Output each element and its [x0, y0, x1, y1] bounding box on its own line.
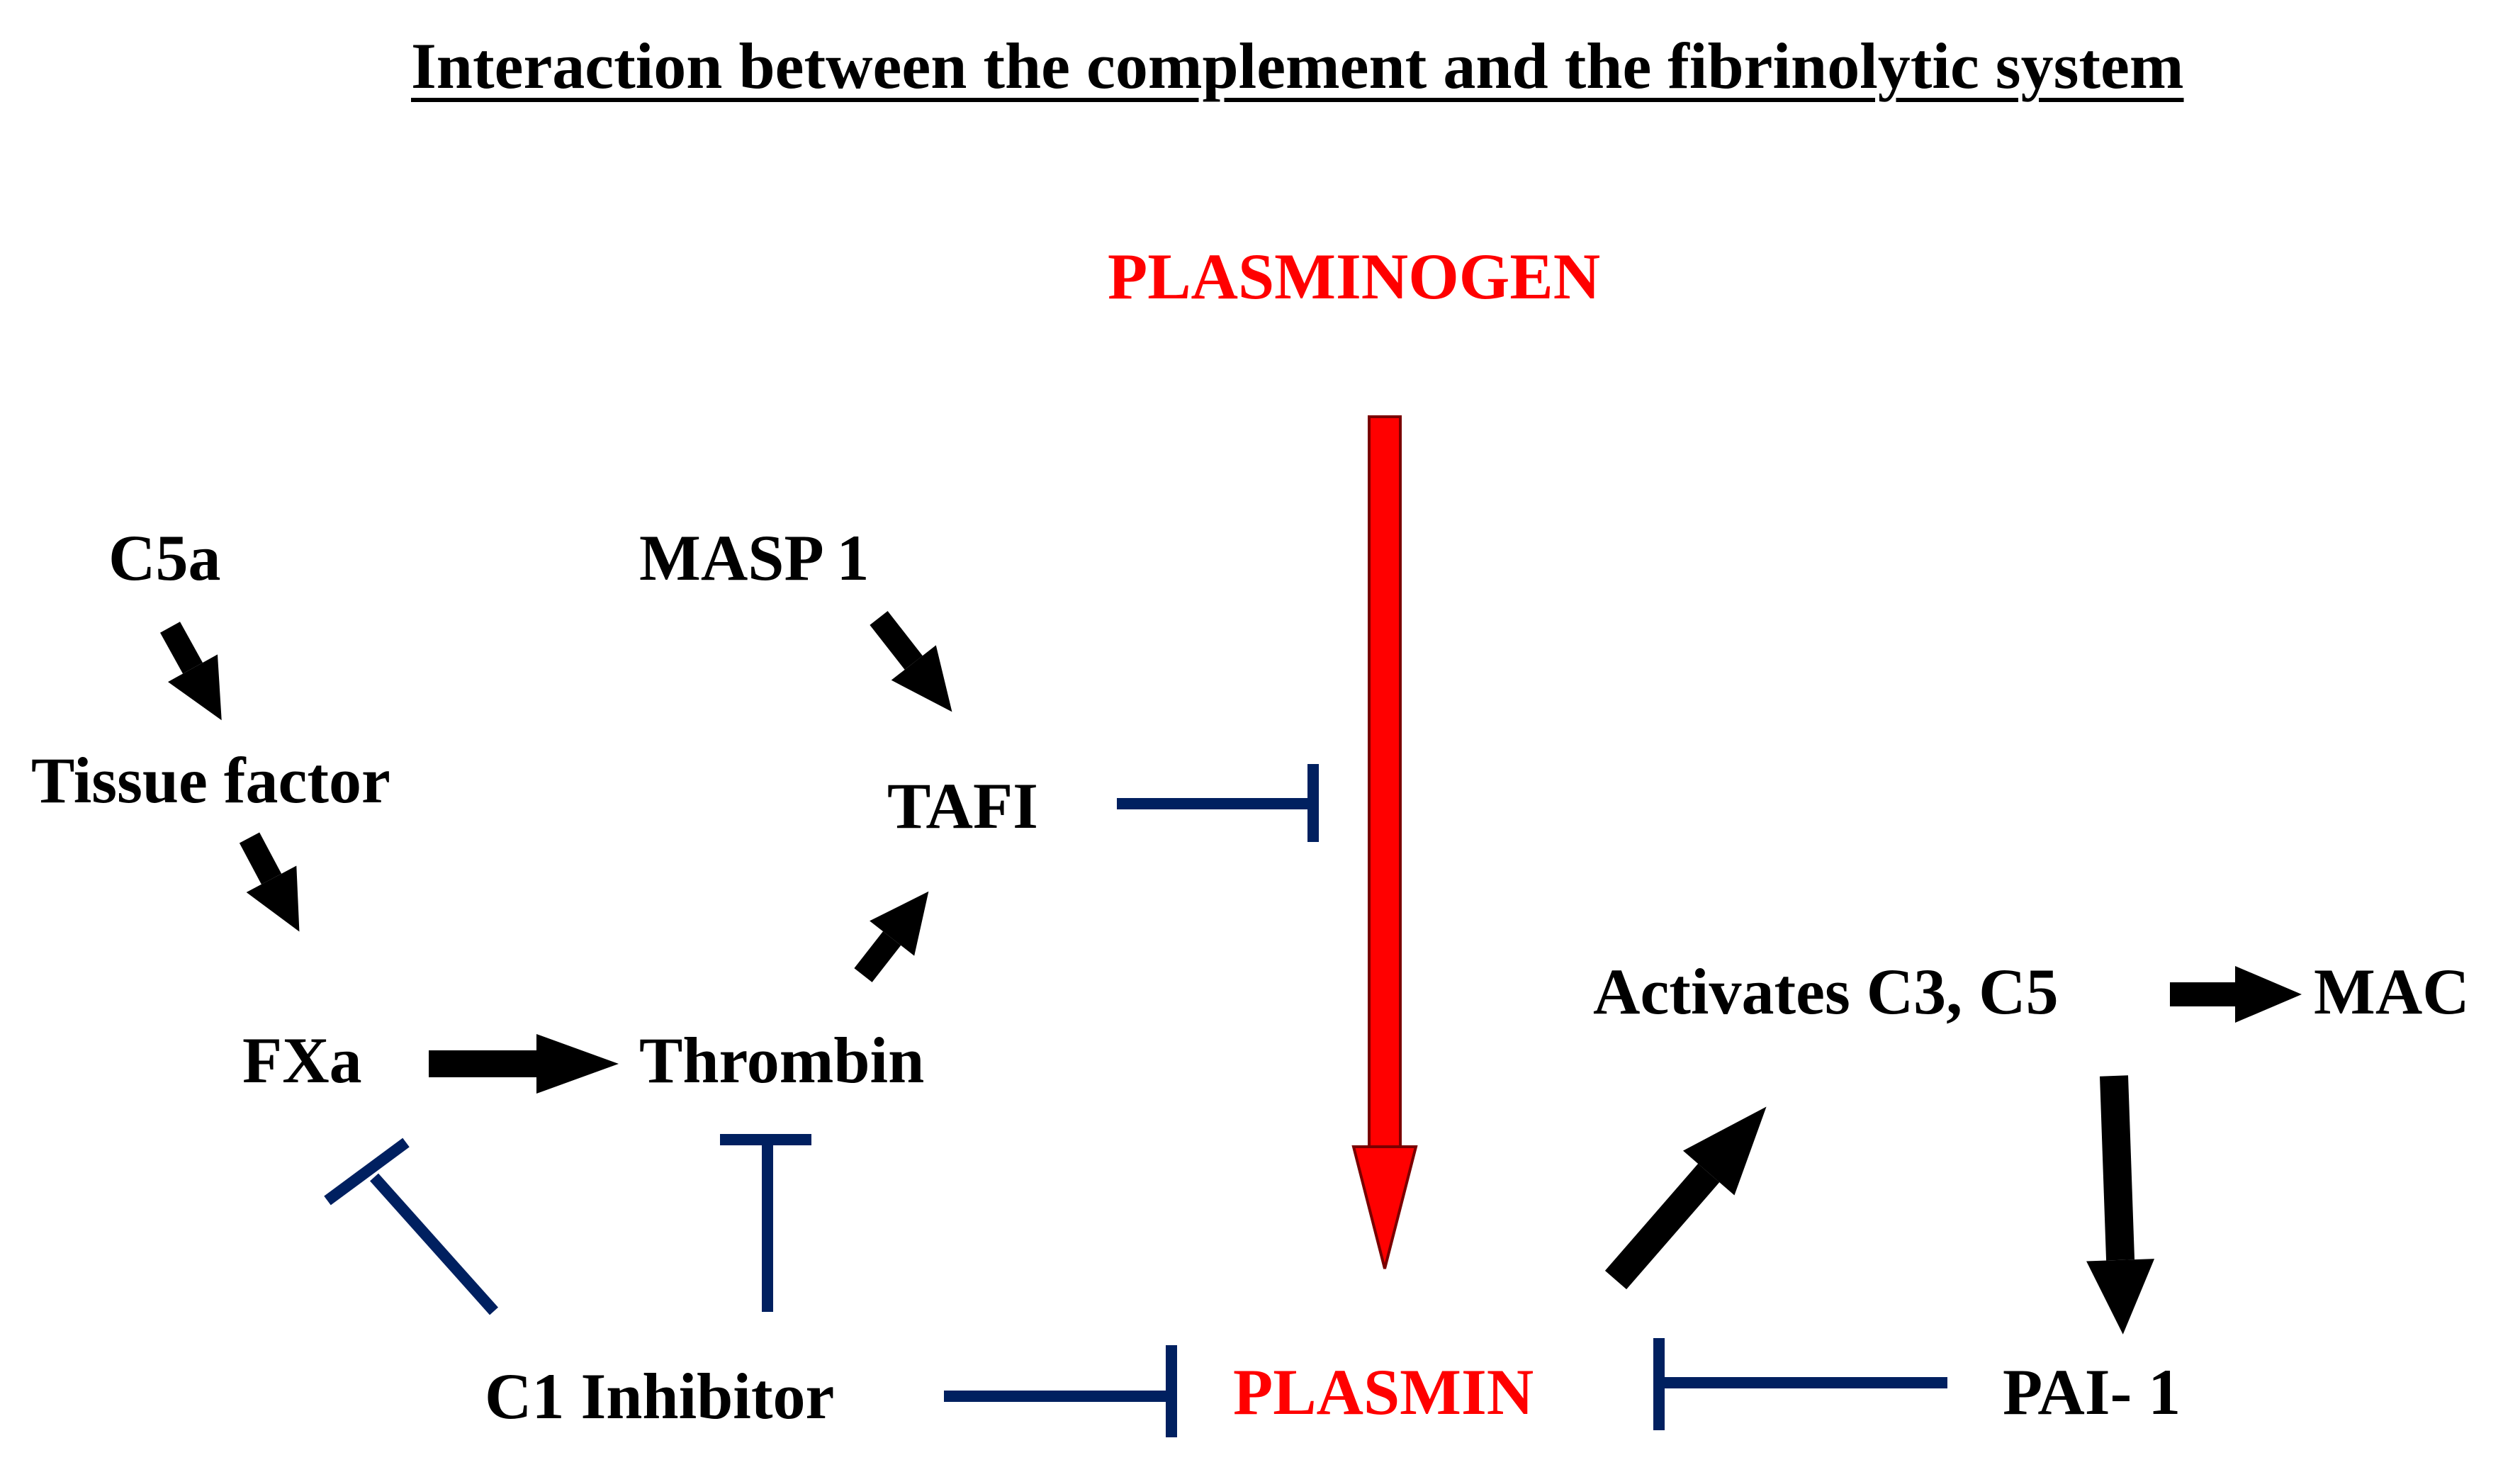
c5a-to-tissue-factor-arrow	[160, 622, 222, 721]
c1-inhibitor-to-fxa-inhibition	[324, 1138, 498, 1315]
node-masp1: MASP 1	[639, 522, 870, 594]
tissue-factor-to-fxa-arrow	[239, 832, 300, 932]
tafi-inhibition	[1117, 764, 1319, 842]
node-tafi: TAFI	[887, 770, 1038, 842]
fxa-to-thrombin-arrow	[429, 1034, 619, 1094]
plasmin-to-activates-arrow	[1604, 1106, 1767, 1290]
node-mac: MAC	[2314, 955, 2470, 1028]
activates-to-pai1-arrow	[2086, 1075, 2155, 1335]
node-plasminogen: PLASMINOGEN	[1108, 240, 1601, 313]
c1-inhibitor-to-plasmin-inhibition	[944, 1345, 1177, 1437]
node-c1-inhibitor: C1 Inhibitor	[485, 1360, 835, 1432]
node-c5a: C5a	[108, 522, 221, 594]
node-fxa: FXa	[242, 1024, 362, 1096]
masp1-to-tafi-arrow	[870, 611, 952, 712]
diagram-title: Interaction between the complement and t…	[411, 30, 2184, 102]
node-tissue-factor: Tissue factor	[31, 744, 390, 816]
node-pai1: PAI- 1	[2003, 1356, 2181, 1428]
pai1-to-plasmin-inhibition	[1653, 1338, 1947, 1430]
activates-to-mac-arrow	[2170, 966, 2302, 1023]
thrombin-to-tafi-arrow	[854, 891, 929, 982]
node-thrombin: Thrombin	[639, 1024, 925, 1096]
c1-inhibitor-to-thrombin-inhibition	[720, 1134, 811, 1312]
plasminogen-to-plasmin-arrow	[1351, 415, 1418, 1269]
node-plasmin: PLASMIN	[1233, 1356, 1534, 1428]
node-activates-c3-c5: Activates C3, C5	[1593, 955, 2059, 1028]
